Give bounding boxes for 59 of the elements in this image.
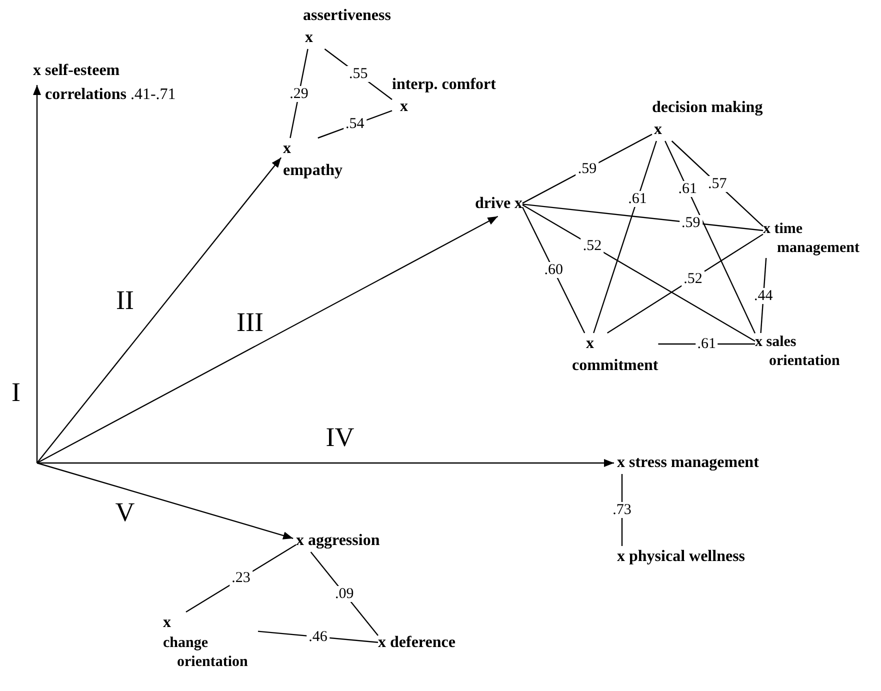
variable-label: change orientation [163,634,249,672]
connector-line [186,544,296,613]
variable-label: x [400,97,409,117]
edge-label: .09 [333,586,356,602]
connector-line [310,552,378,636]
variable-label: x [163,613,172,633]
connector-line [658,343,755,345]
edge-label: I [12,378,20,406]
edge-label: V [115,498,135,526]
edge-label: .73 [610,502,634,518]
variable-label: decision making [652,98,763,118]
edge-label: .60 [542,262,565,278]
arrow [37,459,614,467]
variable-label: x self-esteem [33,61,120,81]
edge-label: .54 [344,116,366,132]
edge-label: .44 [752,288,775,304]
connector-line [593,140,657,334]
variable-label: x [283,139,292,159]
variable-label: x aggression [296,531,380,551]
connector-line [290,48,308,138]
arrow [36,216,498,464]
arrow [33,85,41,463]
connector-line [258,630,378,643]
variable-label: drive x [475,194,523,214]
connector-line [664,140,756,334]
edge-label: .57 [706,176,729,192]
connector-line [522,134,652,204]
connector-line [621,474,623,546]
variable-label: commitment [572,356,658,376]
edge-label: II [116,286,134,314]
variable-label: x [654,120,663,140]
variable-label: x physical wellness [617,547,746,567]
edge-label: IV [326,423,354,451]
edge-label: .52 [580,238,604,254]
variable-label: x time management [763,220,860,258]
connector-line [606,234,764,334]
edge-label: .52 [682,270,704,287]
connector-line [522,206,586,334]
edge-label: .55 [346,66,370,82]
edge-label: .61 [626,190,649,207]
arrow [36,157,282,464]
edge-label: .23 [230,570,252,586]
connector-line [671,140,764,227]
variable-label: x [586,334,595,354]
variable-label: interp. comfort [392,75,496,95]
edge-label: .61 [676,181,699,198]
variable-label: assertiveness [303,6,391,26]
edge-label: III [236,308,264,336]
variable-label: x sales orientation [755,333,841,371]
correlation-note: correlations .41-.71 [45,85,176,105]
edge-label: .59 [576,160,599,177]
variable-label: x deference [378,633,456,653]
arrow [36,462,294,540]
edge-label: .29 [288,86,310,102]
connector-line [522,204,764,232]
variable-label: x [305,28,314,48]
variable-label: x stress management [617,453,759,473]
connector-line [522,204,756,342]
variable-label: empathy [283,161,343,181]
